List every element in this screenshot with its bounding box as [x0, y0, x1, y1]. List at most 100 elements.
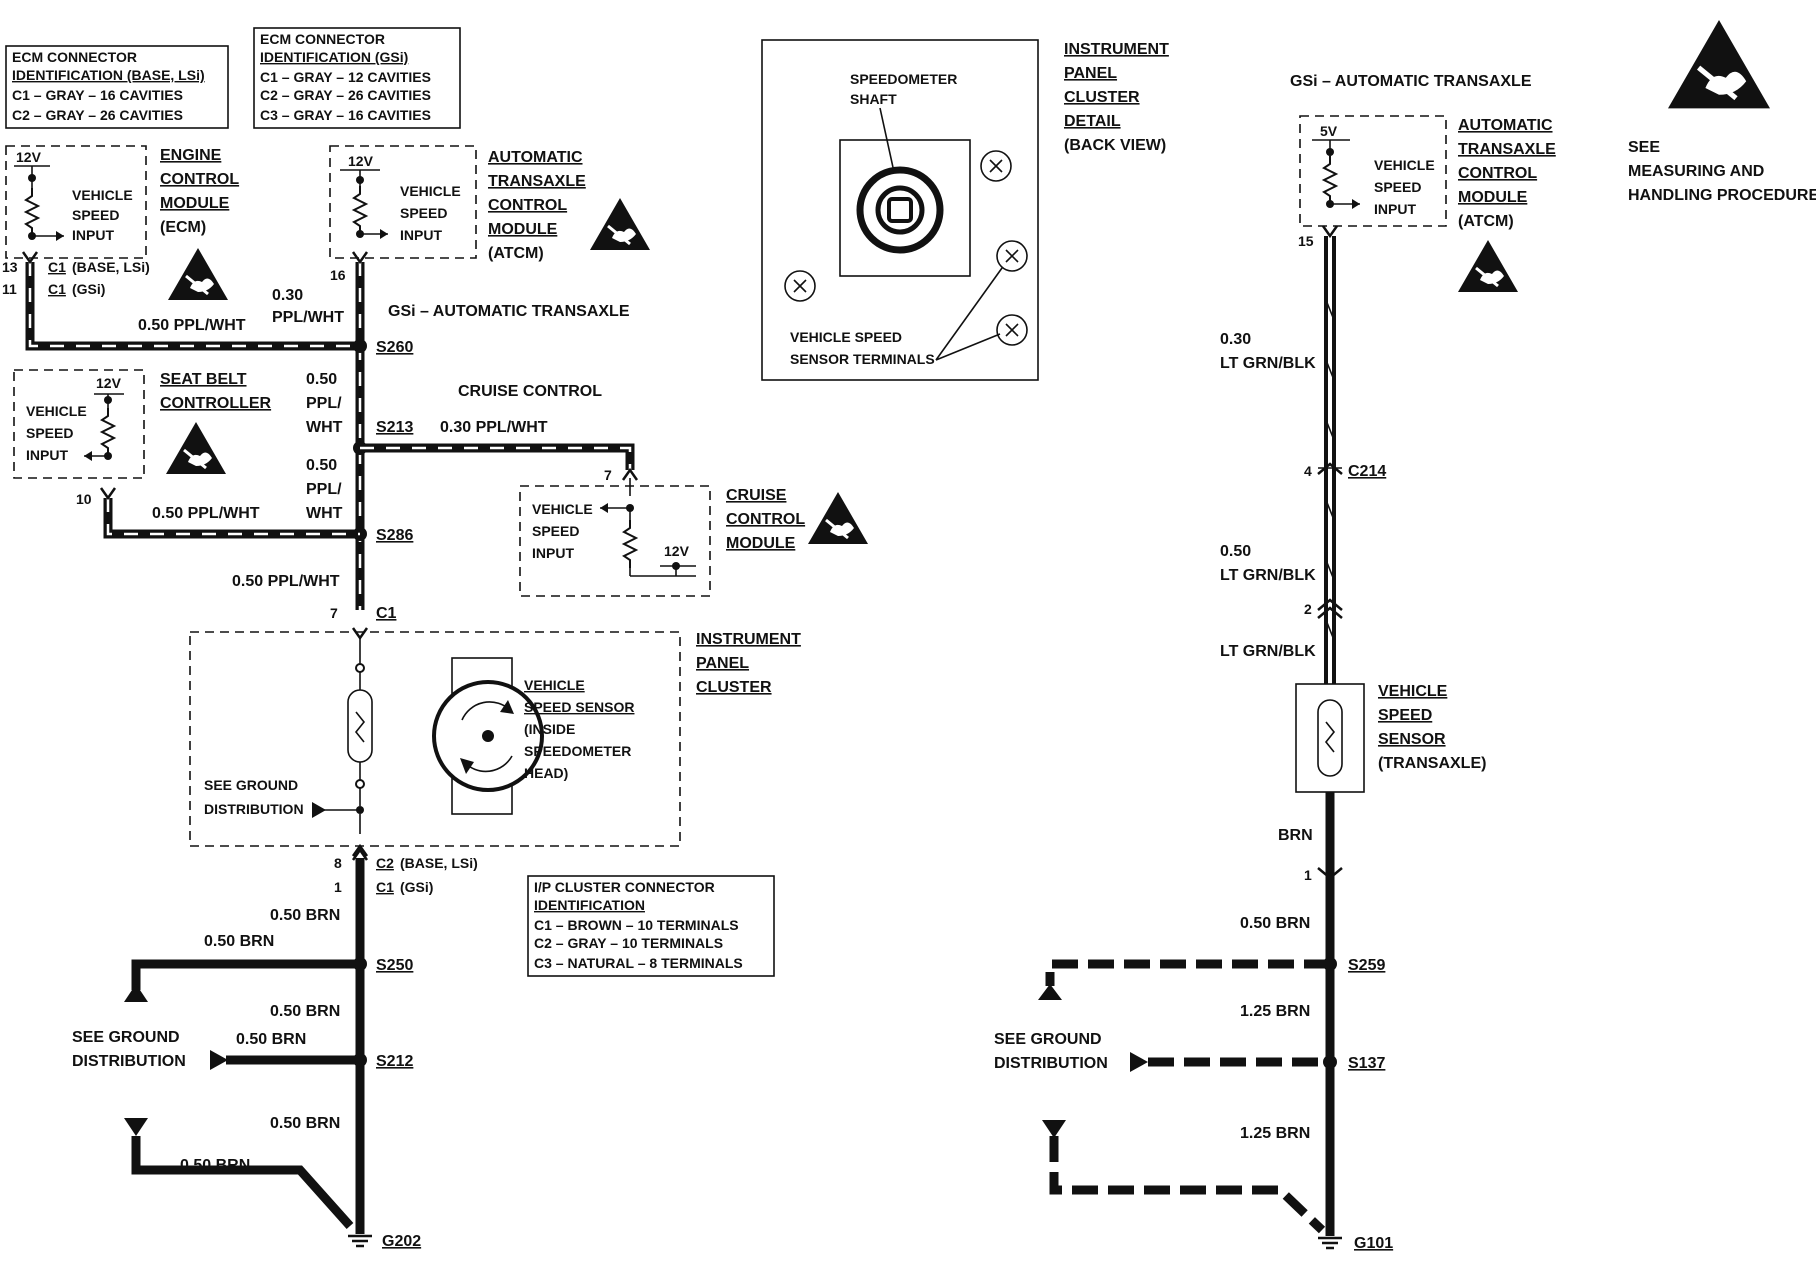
gnd-wire-3: 0.50 BRN — [270, 1003, 340, 1020]
esd-warning-icon — [164, 420, 228, 476]
ecm-gsi-line5: C3 – GRAY – 16 CAVITIES — [260, 107, 431, 123]
right-input-3: INPUT — [1374, 201, 1416, 217]
atcm-left-module: 12V VEHICLE SPEED INPUT AUTOMATIC TRANSA… — [272, 145, 652, 326]
esd-warning-icon — [588, 196, 652, 252]
ecm-name-1: ENGINE — [160, 147, 222, 164]
detail-shaft-2: SHAFT — [850, 91, 897, 107]
ecm-wire-label: 0.50 PPL/WHT — [138, 317, 246, 334]
right-pin-4: 4 — [1304, 463, 1312, 479]
right-gnd-2: DISTRIBUTION — [994, 1055, 1108, 1072]
right-gnd-1: SEE GROUND — [994, 1031, 1102, 1048]
cluster-vss-5: HEAD) — [524, 765, 568, 781]
ecm-gsi-line4: C2 – GRAY – 26 CAVITIES — [260, 87, 431, 103]
gnd-dist-1: SEE GROUND — [72, 1029, 180, 1046]
ecm-conn-line1: ECM CONNECTOR — [12, 49, 137, 65]
ecm-pin-11: 11 — [2, 281, 17, 297]
atcm-left-pin: 16 — [330, 267, 346, 283]
ecm-gsi-line1: ECM CONNECTOR — [260, 31, 385, 47]
splice-s286: S286 — [376, 527, 413, 544]
cruise-input-1: VEHICLE — [532, 501, 593, 517]
cluster-conn-c2-note: (BASE, LSi) — [400, 855, 478, 871]
main-wire-3: 0.50 PPL/WHT — [232, 573, 340, 590]
detail-title-5: (BACK VIEW) — [1064, 137, 1166, 154]
esd-legend-2: MEASURING AND — [1628, 163, 1764, 180]
main-wire-2a: 0.50 — [306, 457, 337, 474]
detail-title-3: CLUSTER — [1064, 89, 1140, 106]
cluster-vss-3: (INSIDE — [524, 721, 575, 737]
right-wire-1a: 0.30 — [1220, 331, 1251, 348]
instrument-panel-cluster: 7 C1 VEHICLE SPEED SENSOR (INSIDE SPEEDO… — [189, 605, 801, 895]
ecm-conn-line4: C2 – GRAY – 26 CAVITIES — [12, 107, 183, 123]
splice-s137: S137 — [1348, 1055, 1385, 1072]
cluster-pin-8: 8 — [334, 855, 342, 871]
cluster-conn-c2: C2 — [376, 855, 394, 871]
ground-g101: G101 — [1354, 1235, 1393, 1252]
esd-legend-3: HANDLING PROCEDURES — [1628, 187, 1816, 204]
right-name-5: (ATCM) — [1458, 213, 1514, 230]
seat-belt-wire-label: 0.50 PPL/WHT — [152, 505, 260, 522]
detail-term-2: SENSOR TERMINALS — [790, 351, 935, 367]
right-wire-3: LT GRN/BLK — [1220, 643, 1316, 660]
cluster-vss-1: VEHICLE — [524, 677, 585, 693]
splice-s250: S250 — [376, 957, 413, 974]
seat-belt-name-2: CONTROLLER — [160, 395, 272, 412]
right-wire-2b: LT GRN/BLK — [1220, 567, 1316, 584]
main-wire-2b: PPL/ — [306, 481, 342, 498]
ecm-conn-c1: C1 — [48, 259, 66, 275]
ecm-conn-line2: IDENTIFICATION (BASE, LSi) — [12, 67, 205, 83]
right-pin-15: 15 — [1298, 233, 1314, 249]
cruise-input-2: SPEED — [532, 523, 579, 539]
ecm-conn-c1-gsi: C1 — [48, 281, 66, 297]
ecm-name-4: (ECM) — [160, 219, 206, 236]
esd-legend-1: SEE — [1628, 139, 1660, 156]
atcm-left-gsi-note: GSi – AUTOMATIC TRANSAXLE — [388, 303, 630, 320]
ip-conn-line2: IDENTIFICATION — [534, 897, 645, 913]
esd-warning-icon — [166, 246, 230, 302]
ecm-input-2: SPEED — [72, 207, 119, 223]
cluster-pin-7: 7 — [330, 605, 338, 621]
ip-conn-line4: C2 – GRAY – 10 TERMINALS — [534, 935, 723, 951]
gnd-wire-2: 0.50 BRN — [204, 933, 274, 950]
right-brn: BRN — [1278, 827, 1313, 844]
main-wire-1c: WHT — [306, 419, 343, 436]
ip-conn-line5: C3 – NATURAL – 8 TERMINALS — [534, 955, 743, 971]
right-name-1: AUTOMATIC — [1458, 117, 1553, 134]
gnd-wire-6: 0.50 BRN — [180, 1157, 250, 1174]
cruise-input-3: INPUT — [532, 545, 574, 561]
right-wire-2a: 0.50 — [1220, 543, 1251, 560]
atcm-left-name-1: AUTOMATIC — [488, 149, 583, 166]
esd-warning-icon — [1456, 238, 1520, 294]
seat-belt-input-2: SPEED — [26, 425, 73, 441]
atcm-left-name-2: TRANSAXLE — [488, 173, 586, 190]
seat-belt-name-1: SEAT BELT — [160, 371, 247, 388]
atcm-left-input-2: SPEED — [400, 205, 447, 221]
atcm-left-input-3: INPUT — [400, 227, 442, 243]
cruise-pin: 7 — [604, 467, 612, 483]
seat-belt-input-1: VEHICLE — [26, 403, 87, 419]
right-vss-2: SPEED — [1378, 707, 1432, 724]
splice-s260: S260 — [376, 339, 413, 356]
seat-belt-input-3: INPUT — [26, 447, 68, 463]
right-name-3: CONTROL — [1458, 165, 1537, 182]
ecm-input-3: INPUT — [72, 227, 114, 243]
right-pin-2: 2 — [1304, 601, 1312, 617]
cruise-name-2: CONTROL — [726, 511, 805, 528]
seat-belt-volt: 12V — [96, 375, 122, 391]
gnd-wire-4: 0.50 BRN — [236, 1031, 306, 1048]
cluster-vss-2: SPEED SENSOR — [524, 699, 634, 715]
ecm-connector-id-gsi: ECM CONNECTOR IDENTIFICATION (GSi) C1 – … — [253, 27, 461, 129]
cruise-control-label: CRUISE CONTROL — [458, 383, 602, 400]
cluster-gnd-1: SEE GROUND — [204, 777, 298, 793]
ecm-volt: 12V — [16, 149, 42, 165]
detail-title-1: INSTRUMENT — [1064, 41, 1169, 58]
cluster-name-1: INSTRUMENT — [696, 631, 801, 648]
seat-belt-pin: 10 — [76, 491, 92, 507]
ground-g202: G202 — [382, 1233, 421, 1250]
right-header: GSi – AUTOMATIC TRANSAXLE — [1290, 73, 1532, 90]
gnd-wire-5: 0.50 BRN — [270, 1115, 340, 1132]
ecm-input-1: VEHICLE — [72, 187, 133, 203]
detail-term-1: VEHICLE SPEED — [790, 329, 902, 345]
ip-conn-line1: I/P CLUSTER CONNECTOR — [534, 879, 715, 895]
cruise-name-1: CRUISE — [726, 487, 787, 504]
